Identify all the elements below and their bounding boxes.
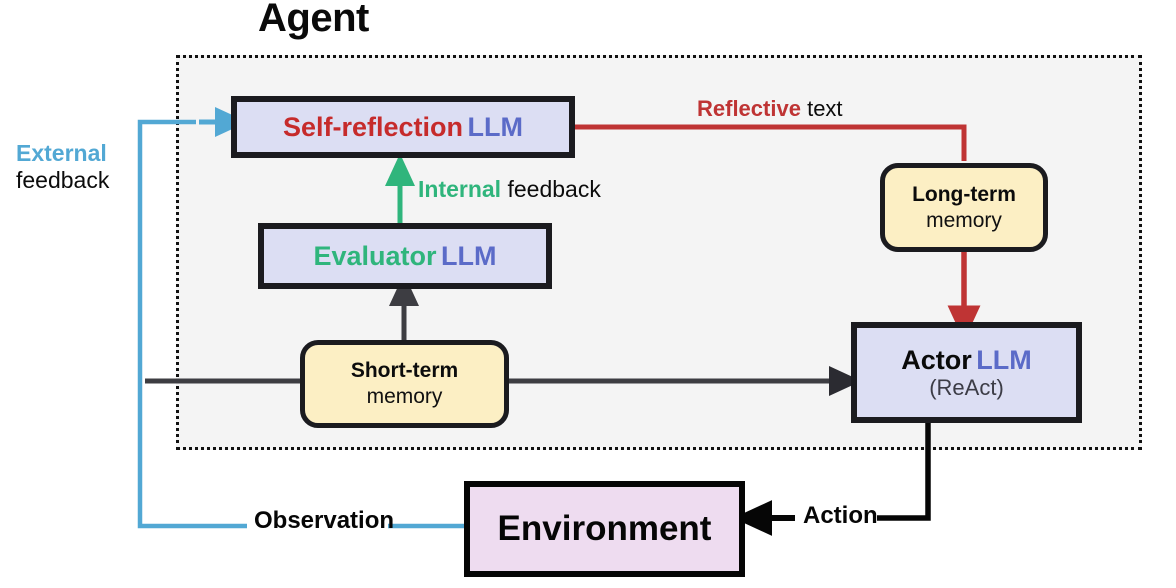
actor-llm-label: Actor LLM	[901, 345, 1031, 375]
internal-feedback-word-1: Internal	[418, 176, 502, 202]
long-term-memory-line-1: Long-term	[912, 182, 1016, 206]
reflective-text-label: Reflective text	[697, 96, 843, 121]
evaluator-llm-node[interactable]: Evaluator LLM	[258, 223, 552, 289]
observation-label: Observation	[254, 507, 395, 534]
actor-text: Actor	[901, 344, 972, 375]
actor-react-sublabel: (ReAct)	[929, 374, 1004, 400]
self-reflection-text: Self-reflection	[283, 111, 464, 142]
actor-llm-node[interactable]: Actor LLM (ReAct)	[851, 322, 1082, 423]
page-title: Agent	[258, 0, 369, 40]
reflective-text-word-2: text	[807, 96, 843, 121]
actor-llm-suffix: LLM	[976, 344, 1032, 375]
evaluator-llm-label: Evaluator LLM	[314, 241, 497, 271]
environment-node[interactable]: Environment	[464, 481, 745, 577]
self-reflection-llm-node[interactable]: Self-reflection LLM	[231, 96, 575, 158]
long-term-memory-node[interactable]: Long-term memory	[880, 163, 1048, 252]
long-term-memory-line-2: memory	[926, 208, 1002, 232]
external-feedback-label: External feedback	[16, 140, 110, 194]
evaluator-text: Evaluator	[313, 240, 437, 271]
evaluator-llm-suffix: LLM	[441, 240, 497, 271]
internal-feedback-label: Internal feedback	[418, 176, 601, 202]
self-reflection-llm-suffix: LLM	[467, 111, 523, 142]
environment-label: Environment	[497, 509, 712, 549]
short-term-memory-node[interactable]: Short-term memory	[300, 340, 509, 428]
self-reflection-llm-label: Self-reflection LLM	[283, 112, 523, 142]
external-feedback-word-2: feedback	[16, 167, 110, 194]
short-term-memory-line-1: Short-term	[350, 359, 459, 383]
action-label: Action	[803, 502, 878, 529]
internal-feedback-word-2: feedback	[507, 176, 601, 202]
reflective-text-word-1: Reflective	[697, 96, 801, 121]
external-feedback-word-1: External	[16, 140, 107, 166]
short-term-memory-line-2: memory	[366, 385, 443, 408]
